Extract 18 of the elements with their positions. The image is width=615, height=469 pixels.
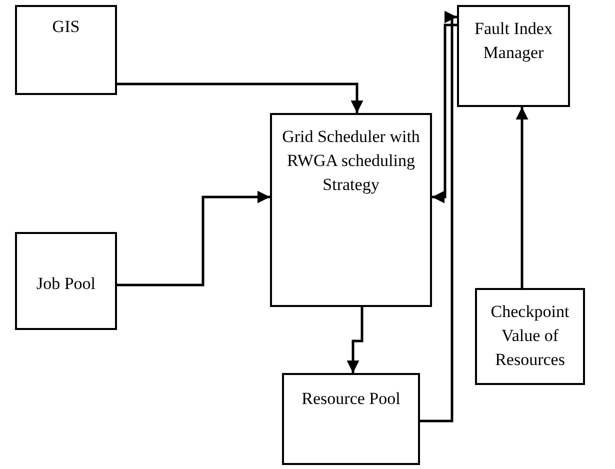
arrow (346, 307, 364, 373)
process-box (15, 232, 117, 330)
arrow (420, 10, 457, 422)
box-label: Fault Index Manager (474, 18, 554, 64)
box-label: GIS (51, 16, 81, 38)
box-label: Grid Scheduler with RWGA scheduling Strategy (281, 126, 421, 196)
process-box (270, 113, 432, 307)
box-label: Job Pool (35, 273, 97, 295)
box-label: Resource Pool (300, 388, 402, 410)
box-label: Checkpoint Value of Resources (490, 301, 570, 371)
process-box (15, 5, 117, 95)
arrow (117, 82, 364, 113)
process-box (475, 288, 585, 385)
arrow (516, 107, 528, 288)
process-box (457, 5, 570, 107)
process-box (282, 373, 420, 465)
arrow (432, 24, 457, 204)
arrow (117, 190, 270, 286)
